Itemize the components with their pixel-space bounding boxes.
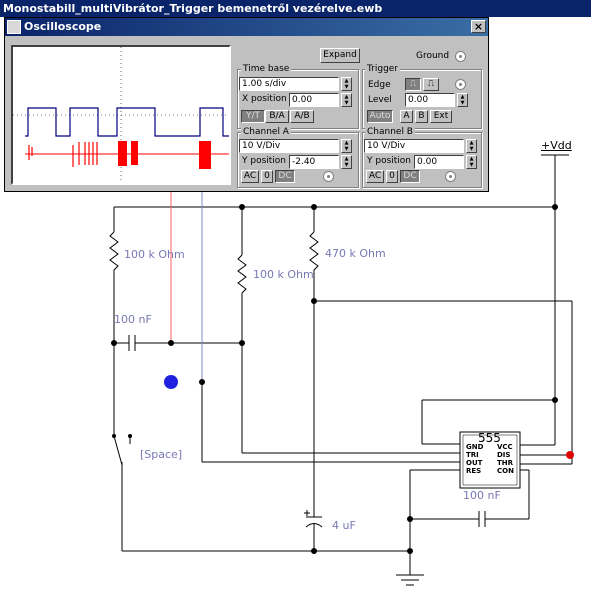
r3-label: 470 k Ohm bbox=[325, 247, 386, 260]
trigger-b-button[interactable]: B bbox=[415, 110, 428, 123]
circuit-schematic bbox=[109, 154, 574, 586]
channel-b-zero-button[interactable]: 0 bbox=[386, 170, 398, 183]
ic-pin-out: OUT bbox=[466, 459, 483, 467]
oscilloscope-title: Oscilloscope bbox=[24, 20, 102, 33]
channel-b-radio[interactable] bbox=[445, 171, 456, 182]
channel-a-radio[interactable] bbox=[323, 171, 334, 182]
x-position-label: X position bbox=[242, 94, 287, 104]
window-title: Monostabill_multiVibrátor_Trigger bemene… bbox=[3, 2, 383, 15]
channel-a-label: Channel A bbox=[241, 127, 291, 137]
channel-b-ypos-label: Y position bbox=[367, 156, 412, 166]
output-probe-dot bbox=[566, 451, 574, 459]
mode-ba-button[interactable]: B/A bbox=[265, 110, 289, 123]
channel-a-ypos-spin[interactable]: ▲▼ bbox=[341, 155, 352, 169]
trigger-probe-dot bbox=[164, 375, 178, 389]
edge-rising-button[interactable]: ⎍ bbox=[405, 78, 421, 91]
edge-falling-button[interactable]: ⎍ bbox=[423, 78, 439, 91]
oscilloscope-screen bbox=[11, 45, 231, 185]
channel-b-group bbox=[362, 132, 482, 188]
resistor-r3 bbox=[309, 231, 319, 271]
close-button[interactable]: × bbox=[471, 20, 486, 33]
trigger-ext-button[interactable]: Ext bbox=[430, 110, 452, 123]
ground-radio[interactable] bbox=[455, 51, 466, 62]
channel-a-pulses bbox=[28, 142, 98, 167]
mode-yt-button[interactable]: Y/T bbox=[241, 110, 265, 123]
ic-pin-gnd: GND bbox=[466, 443, 484, 451]
ic-pin-dis: DIS bbox=[497, 451, 511, 459]
trigger-radio[interactable] bbox=[455, 79, 466, 90]
channel-a-burst-3 bbox=[199, 141, 211, 169]
switch-label: [Space] bbox=[140, 448, 183, 461]
x-position-spin[interactable]: ▲▼ bbox=[341, 93, 352, 107]
channel-a-ypos-field[interactable]: -2.40 bbox=[289, 155, 339, 169]
channel-a-scale-field[interactable]: 10 V/Div bbox=[239, 139, 339, 153]
level-label: Level bbox=[368, 95, 392, 105]
vdd-label: +Vdd bbox=[541, 139, 572, 152]
channel-b-dc-button[interactable]: DC bbox=[400, 170, 420, 183]
resistor-r1 bbox=[109, 231, 119, 271]
ic-pin-res: RES bbox=[466, 467, 482, 475]
ic-555-body bbox=[459, 431, 521, 489]
channel-a-dc-button[interactable]: DC bbox=[275, 170, 295, 183]
channel-b-label: Channel B bbox=[365, 127, 415, 137]
ic-left-pins: GND TRI OUT RES bbox=[466, 443, 483, 475]
c2-label: 100 nF bbox=[463, 489, 501, 502]
expand-button[interactable]: Expand bbox=[320, 48, 360, 63]
ic-right-pins: VCC DIS THR CON bbox=[497, 443, 514, 475]
oscilloscope-title-bar[interactable]: Oscilloscope × bbox=[5, 18, 488, 36]
c1-label: 100 nF bbox=[114, 313, 152, 326]
window-title-bar: Monostabill_multiVibrátor_Trigger bemene… bbox=[0, 0, 591, 17]
waveform-display bbox=[13, 47, 229, 183]
channel-b-ac-button[interactable]: AC bbox=[366, 170, 384, 183]
oscilloscope-window[interactable]: Oscilloscope × Expand Ground Time base 1 bbox=[4, 17, 489, 192]
channel-a-zero-button[interactable]: 0 bbox=[261, 170, 273, 183]
trigger-label: Trigger bbox=[365, 64, 401, 74]
mode-ab-button[interactable]: A/B bbox=[290, 110, 314, 123]
switch-lever bbox=[113, 435, 123, 466]
ic-pin-vcc: VCC bbox=[497, 443, 513, 451]
timebase-field[interactable]: 1.00 s/div bbox=[239, 77, 339, 91]
ic-pin-con: CON bbox=[497, 467, 514, 475]
channel-b-scale-spin[interactable]: ▲▼ bbox=[466, 139, 477, 153]
x-position-field[interactable]: 0.00 bbox=[289, 93, 339, 107]
oscilloscope-icon bbox=[7, 20, 21, 34]
ic-pin-thr: THR bbox=[497, 459, 514, 467]
timebase-label: Time base bbox=[241, 64, 292, 74]
channel-b-ypos-field[interactable]: 0.00 bbox=[414, 155, 464, 169]
trigger-group bbox=[362, 69, 482, 129]
r2-label: 100 k Ohm bbox=[253, 268, 314, 281]
level-spin[interactable]: ▲▼ bbox=[457, 93, 468, 107]
channel-b-trace bbox=[25, 107, 229, 137]
channel-a-group bbox=[237, 132, 359, 188]
resistor-r2 bbox=[237, 254, 247, 294]
trigger-a-button[interactable]: A bbox=[400, 110, 413, 123]
ground-label: Ground bbox=[416, 51, 450, 61]
channel-a-scale-spin[interactable]: ▲▼ bbox=[341, 139, 352, 153]
channel-b-ypos-spin[interactable]: ▲▼ bbox=[466, 155, 477, 169]
channel-a-burst-2 bbox=[131, 141, 138, 165]
trigger-auto-button[interactable]: Auto bbox=[367, 110, 393, 123]
timebase-group bbox=[237, 69, 359, 129]
channel-b-scale-field[interactable]: 10 V/Div bbox=[364, 139, 464, 153]
c3-label: 4 uF bbox=[332, 519, 356, 532]
r1-label: 100 k Ohm bbox=[124, 248, 185, 261]
capacitor-c3-plate-b bbox=[305, 523, 323, 528]
channel-a-burst-1 bbox=[118, 141, 127, 166]
edge-label: Edge bbox=[368, 80, 391, 90]
channel-a-ypos-label: Y position bbox=[242, 156, 287, 166]
timebase-spin[interactable]: ▲▼ bbox=[341, 77, 352, 91]
channel-a-ac-button[interactable]: AC bbox=[241, 170, 259, 183]
ic-pin-tri: TRI bbox=[466, 451, 479, 459]
level-field[interactable]: 0.00 bbox=[405, 93, 455, 107]
ic-label: 555 bbox=[478, 431, 501, 445]
